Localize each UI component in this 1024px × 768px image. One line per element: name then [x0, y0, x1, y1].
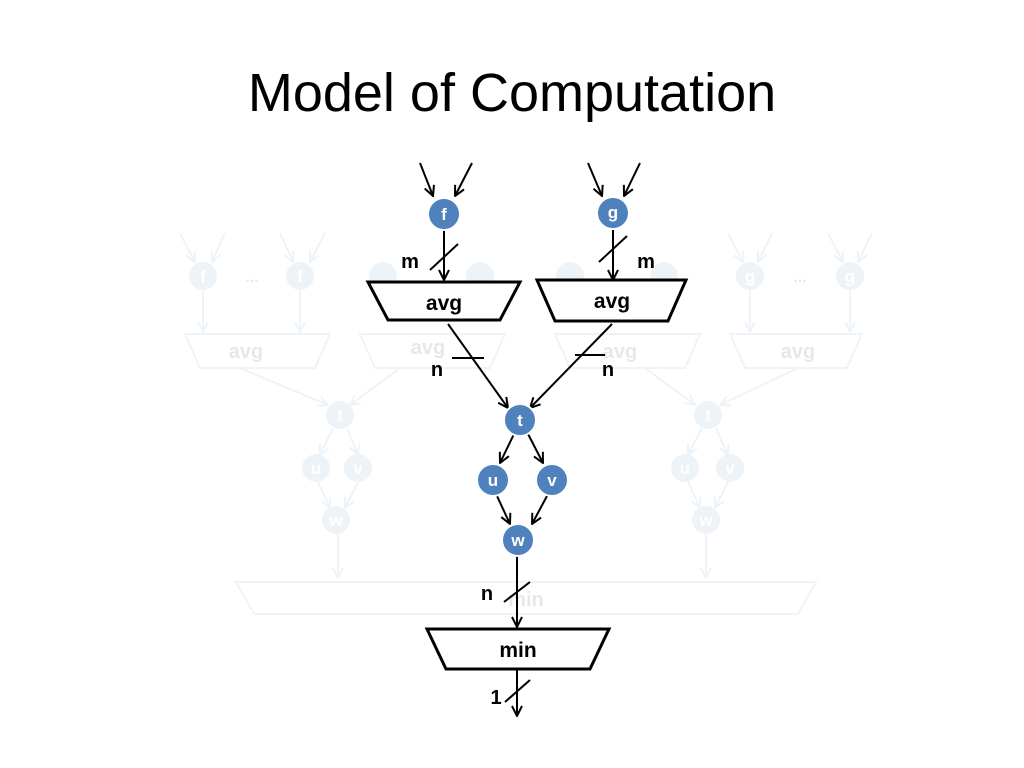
- node-v: [535, 463, 569, 497]
- tick-one: [504, 679, 531, 703]
- edge-t-u: [500, 433, 515, 463]
- bg-node-w2: w: [698, 511, 713, 530]
- edge-avg-left-t: [447, 323, 508, 408]
- tick-m-right: [598, 235, 628, 263]
- bg-min-label: min: [508, 589, 544, 611]
- bg-dots-2: ...: [793, 269, 806, 286]
- main-edges: [419, 162, 641, 716]
- bg-dots-1: ...: [245, 269, 258, 286]
- label-n-left: n: [431, 359, 443, 381]
- node-g-label: g: [608, 203, 618, 222]
- label-one: 1: [490, 687, 501, 709]
- node-w-label: w: [510, 531, 525, 550]
- bg-node-f1: f: [200, 267, 206, 286]
- tick-n-bottom: [503, 581, 531, 603]
- node-t-label: t: [517, 411, 523, 430]
- avg-left-label: avg: [426, 292, 462, 315]
- tick-m-left: [429, 243, 459, 271]
- node-f: [427, 197, 461, 231]
- bg-node-g1: g: [745, 267, 755, 286]
- edge-input-f-1: [419, 162, 433, 196]
- bg-avg-2: avg: [411, 337, 445, 359]
- bg-node-v1: v: [353, 459, 363, 478]
- bg-node-v2: v: [725, 459, 735, 478]
- node-t: [503, 403, 537, 437]
- slide-title: Model of Computation: [247, 63, 777, 123]
- node-u: [476, 463, 510, 497]
- avg-right-label: avg: [594, 290, 630, 313]
- bg-node-u2: u: [680, 459, 690, 478]
- node-w: [501, 523, 535, 557]
- bg-node-t1: t: [337, 406, 343, 425]
- edge-input-f-2: [455, 162, 473, 196]
- avg-box-right: [534, 278, 689, 323]
- bg-node-t2: t: [705, 406, 711, 425]
- bg-node-g2: g: [845, 267, 855, 286]
- edge-avg-right-t: [530, 323, 613, 408]
- min-label: min: [499, 639, 536, 662]
- edge-input-g-2: [624, 162, 641, 196]
- avg-box-left: [365, 280, 523, 322]
- edge-u-w: [496, 495, 510, 524]
- edge-t-v: [527, 433, 543, 463]
- node-v-label: v: [547, 471, 557, 490]
- edge-input-g-1: [587, 162, 602, 196]
- bg-node-f2: f: [297, 267, 303, 286]
- node-f-label: f: [441, 205, 447, 224]
- label-m-left: m: [401, 251, 419, 273]
- label-n-bottom: n: [481, 583, 493, 605]
- node-u-label: u: [488, 471, 498, 490]
- bg-avg-3: avg: [603, 341, 637, 363]
- label-n-right: n: [602, 359, 614, 381]
- bg-node-w1: w: [328, 511, 343, 530]
- bg-avg-1: avg: [229, 341, 263, 363]
- bg-avg-4: avg: [781, 341, 815, 363]
- bg-node-u1: u: [311, 459, 321, 478]
- edge-v-w: [532, 495, 548, 524]
- node-g: [596, 196, 630, 230]
- min-box: [424, 627, 612, 671]
- label-m-right: m: [637, 251, 655, 273]
